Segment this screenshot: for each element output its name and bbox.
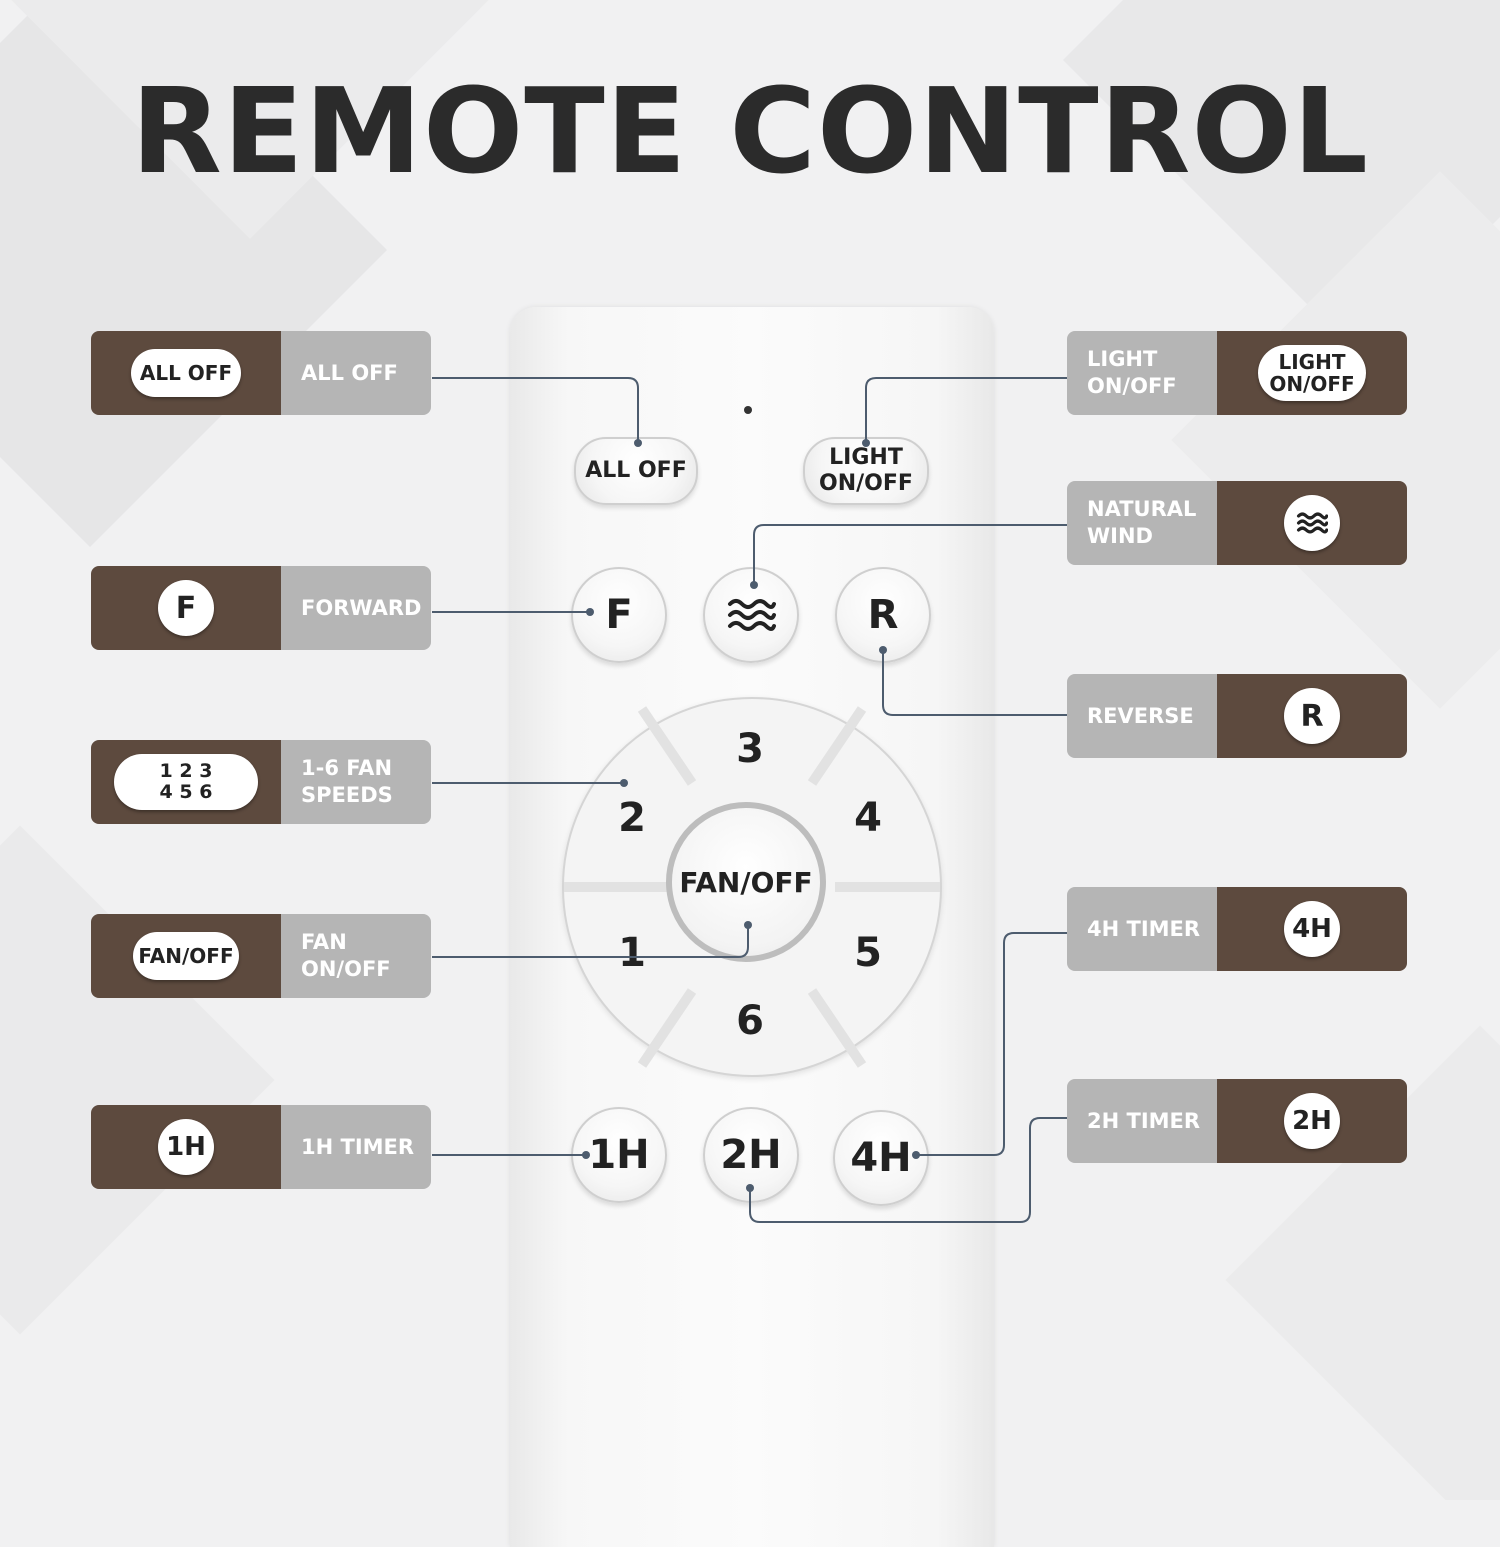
fan-off-button[interactable]: FAN/OFF xyxy=(666,802,826,962)
chip-line2: 4 5 6 xyxy=(159,781,213,803)
chip-line1: LIGHT xyxy=(1278,350,1346,374)
label-4h-timer: 4H TIMER 4H xyxy=(1067,887,1407,971)
text-line1: NATURAL xyxy=(1087,497,1197,521)
speed-1-button[interactable]: 1 xyxy=(618,930,646,976)
label-forward-chip: F xyxy=(158,580,214,636)
label-4h-timer-text: 4H TIMER xyxy=(1067,887,1217,971)
light-button-line1: LIGHT xyxy=(829,445,903,470)
text-line1: FAN xyxy=(301,930,347,954)
label-fan-speeds-text: 1-6 FAN SPEEDS xyxy=(281,740,431,824)
label-fan-speeds: 1 2 3 4 5 6 1-6 FAN SPEEDS xyxy=(91,740,431,824)
label-light-on-off-text: LIGHT ON/OFF xyxy=(1067,331,1217,415)
chip-text: 2H xyxy=(1292,1106,1332,1136)
label-2h-timer-text: 2H TIMER xyxy=(1067,1079,1217,1163)
label-reverse: REVERSE R xyxy=(1067,674,1407,758)
text-line2: SPEEDS xyxy=(301,783,393,807)
label-2h-timer-chip: 2H xyxy=(1284,1093,1340,1149)
chip-line1: 1 2 3 xyxy=(159,760,213,782)
chip-text: ALL OFF xyxy=(139,361,233,385)
timer-2h-label: 2H xyxy=(720,1132,782,1178)
light-button-line2: ON/OFF xyxy=(819,471,913,496)
label-natural-wind-chip-area xyxy=(1217,481,1407,565)
label-forward-chip-area: F xyxy=(91,566,281,650)
label-all-off-chip: ALL OFF xyxy=(131,349,241,397)
label-1h-timer-chip-area: 1H xyxy=(91,1105,281,1189)
text-line2: WIND xyxy=(1087,524,1153,548)
callout-lines xyxy=(432,377,1067,1223)
chip-text: R xyxy=(1300,698,1324,734)
timer-4h-button[interactable]: 4H xyxy=(833,1110,929,1206)
text-line2: ON/OFF xyxy=(1087,374,1177,398)
label-all-off-chip-area: ALL OFF xyxy=(91,331,281,415)
label-1h-timer-text: 1H TIMER xyxy=(281,1105,431,1189)
speed-3-button[interactable]: 3 xyxy=(736,726,764,772)
wind-waves-icon xyxy=(1296,512,1328,534)
dial-dividers xyxy=(564,706,940,1068)
speed-2-button[interactable]: 2 xyxy=(618,795,646,841)
all-off-button[interactable]: ALL OFF xyxy=(574,437,698,505)
label-natural-wind-chip xyxy=(1284,495,1340,551)
label-natural-wind: NATURAL WIND xyxy=(1067,481,1407,565)
label-reverse-chip-area: R xyxy=(1217,674,1407,758)
label-fan-on-off: FAN/OFF FAN ON/OFF xyxy=(91,914,431,998)
label-forward-text: FORWARD xyxy=(281,566,431,650)
all-off-button-label: ALL OFF xyxy=(585,458,687,483)
label-all-off-text: ALL OFF xyxy=(281,331,431,415)
chip-line2: ON/OFF xyxy=(1269,372,1355,396)
timer-4h-label: 4H xyxy=(850,1135,912,1181)
chip-text: FAN/OFF xyxy=(138,944,234,968)
page-title: REMOTE CONTROL xyxy=(131,62,1369,200)
forward-button-label: F xyxy=(605,592,633,638)
label-reverse-text: REVERSE xyxy=(1067,674,1217,758)
label-fan-speeds-chip: 1 2 3 4 5 6 xyxy=(114,754,258,810)
label-2h-timer: 2H TIMER 2H xyxy=(1067,1079,1407,1163)
reverse-button-label: R xyxy=(867,592,899,638)
label-light-on-off: LIGHT ON/OFF LIGHT ON/OFF xyxy=(1067,331,1407,415)
text-line2: ON/OFF xyxy=(301,957,391,981)
chip-text: 4H xyxy=(1292,914,1332,944)
label-4h-timer-chip: 4H xyxy=(1284,901,1340,957)
label-fan-speeds-chip-area: 1 2 3 4 5 6 xyxy=(91,740,281,824)
timer-1h-label: 1H xyxy=(588,1132,650,1178)
speed-4-button[interactable]: 4 xyxy=(854,795,882,841)
forward-button[interactable]: F xyxy=(571,567,667,663)
text-line1: 1-6 FAN xyxy=(301,756,393,780)
chip-text: 1H xyxy=(166,1132,206,1162)
label-light-on-off-chip-area: LIGHT ON/OFF xyxy=(1217,331,1407,415)
label-1h-timer-chip: 1H xyxy=(158,1119,214,1175)
wind-waves-icon xyxy=(728,599,776,631)
label-1h-timer: 1H 1H TIMER xyxy=(91,1105,431,1189)
label-fan-on-off-chip: FAN/OFF xyxy=(133,932,239,980)
light-toggle-button[interactable]: LIGHT ON/OFF xyxy=(803,437,929,505)
speed-5-button[interactable]: 5 xyxy=(854,930,882,976)
fan-off-button-label: FAN/OFF xyxy=(679,865,813,899)
chip-text: F xyxy=(175,590,197,626)
reverse-button[interactable]: R xyxy=(835,567,931,663)
label-2h-timer-chip-area: 2H xyxy=(1217,1079,1407,1163)
label-fan-on-off-chip-area: FAN/OFF xyxy=(91,914,281,998)
label-natural-wind-text: NATURAL WIND xyxy=(1067,481,1217,565)
label-reverse-chip: R xyxy=(1284,688,1340,744)
text-line1: LIGHT xyxy=(1087,347,1158,371)
ir-sensor xyxy=(744,406,752,414)
label-forward: F FORWARD xyxy=(91,566,431,650)
label-all-off: ALL OFF ALL OFF xyxy=(91,331,431,415)
label-fan-on-off-text: FAN ON/OFF xyxy=(281,914,431,998)
label-4h-timer-chip-area: 4H xyxy=(1217,887,1407,971)
speed-6-button[interactable]: 6 xyxy=(736,998,764,1044)
label-light-on-off-chip: LIGHT ON/OFF xyxy=(1258,345,1366,401)
